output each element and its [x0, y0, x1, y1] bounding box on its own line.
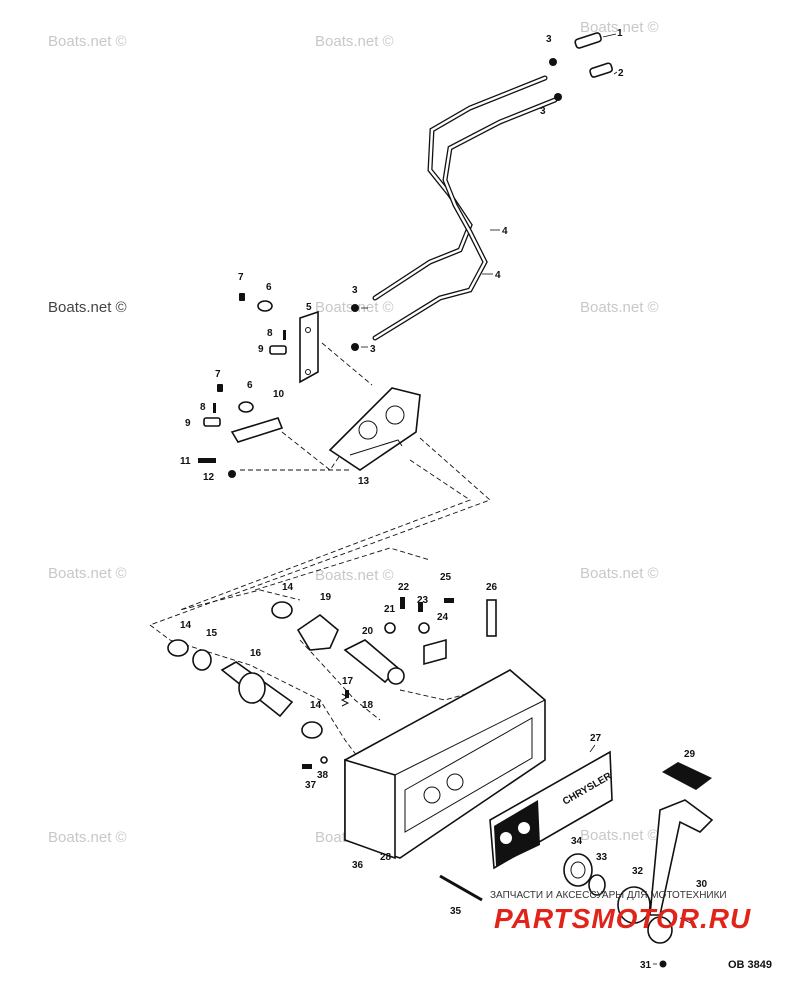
callout-6: 6 [266, 282, 272, 293]
callout-23: 23 [417, 595, 429, 606]
watermark: Boats.net © [48, 565, 127, 582]
callout-24: 24 [437, 612, 449, 623]
callout-35: 35 [450, 906, 462, 917]
callout-7: 7 [238, 272, 244, 283]
cable-end-fittings [351, 32, 613, 351]
shift-mechanism-parts [167, 597, 497, 739]
callout-17: 17 [342, 676, 354, 687]
callout-14: 14 [282, 582, 294, 593]
callout-27: 27 [590, 733, 602, 744]
callout-10: 10 [273, 389, 285, 400]
callout-15: 15 [206, 628, 218, 639]
store-tagline: ЗАПЧАСТИ И АКСЕССУАРЫ ДЛЯ МОТОТЕХНИКИ [490, 890, 727, 901]
callout-21: 21 [384, 604, 396, 615]
callout-30: 30 [696, 879, 708, 890]
callout-19: 19 [320, 592, 332, 603]
watermark: Boats.net © [48, 829, 127, 846]
callout-9: 9 [185, 418, 191, 429]
callout-1: 1 [617, 28, 623, 39]
callout-6: 6 [247, 380, 253, 391]
upper-bracket-parts [198, 293, 421, 478]
callout-22: 22 [398, 582, 410, 593]
callout-2: 2 [618, 68, 624, 79]
callout-8: 8 [267, 328, 273, 339]
callout-8: 8 [200, 402, 206, 413]
callout-4: 4 [502, 226, 508, 237]
callout-18: 18 [362, 700, 374, 711]
watermark: Boats.net © [580, 299, 659, 316]
callout-7: 7 [215, 369, 221, 380]
watermark: Boats.net © [315, 33, 394, 50]
control-box-assembly: CHRYSLER [302, 669, 714, 968]
callout-33: 33 [596, 852, 608, 863]
callout-38: 38 [317, 770, 329, 781]
callout-9: 9 [258, 344, 264, 355]
watermark: Boats.net © [48, 299, 127, 316]
callout-25: 25 [440, 572, 452, 583]
callout-29: 29 [684, 749, 696, 760]
assembly-dashed-lines [149, 342, 491, 761]
callout-20: 20 [362, 626, 374, 637]
callout-14: 14 [180, 620, 192, 631]
callout-numbers: 1 2 3 3 3 3 4 4 5 6 6 7 7 8 8 9 9 10 11 … [180, 28, 708, 971]
callout-28: 28 [380, 852, 392, 863]
callout-12: 12 [203, 472, 215, 483]
store-logo[interactable]: PARTSMOTOR.RU [494, 903, 751, 934]
callout-34: 34 [571, 836, 583, 847]
store-banner: ЗАПЧАСТИ И АКСЕССУАРЫ ДЛЯ МОТОТЕХНИКИ PA… [490, 890, 751, 934]
callout-4: 4 [495, 270, 501, 281]
callout-3: 3 [352, 285, 358, 296]
watermark: Boats.net © [315, 567, 394, 584]
callout-36: 36 [352, 860, 364, 871]
callout-26: 26 [486, 582, 498, 593]
watermark: Boats.net © [580, 565, 659, 582]
leader-lines [361, 33, 696, 965]
control-cables [372, 75, 558, 341]
callout-16: 16 [250, 648, 262, 659]
callout-37: 37 [305, 780, 317, 791]
callout-5: 5 [306, 302, 312, 313]
callout-3: 3 [546, 34, 552, 45]
watermark: Boats.net © [48, 33, 127, 50]
callout-31: 31 [640, 960, 652, 971]
watermark: Boats.net © [580, 827, 659, 844]
callout-3: 3 [370, 344, 376, 355]
callout-32: 32 [632, 866, 644, 877]
callout-14: 14 [310, 700, 322, 711]
callout-11: 11 [180, 456, 191, 467]
callout-13: 13 [358, 476, 370, 487]
drawing-code: OB 3849 [728, 959, 772, 971]
callout-3: 3 [540, 106, 546, 117]
watermark: Boats.net © [580, 19, 659, 36]
